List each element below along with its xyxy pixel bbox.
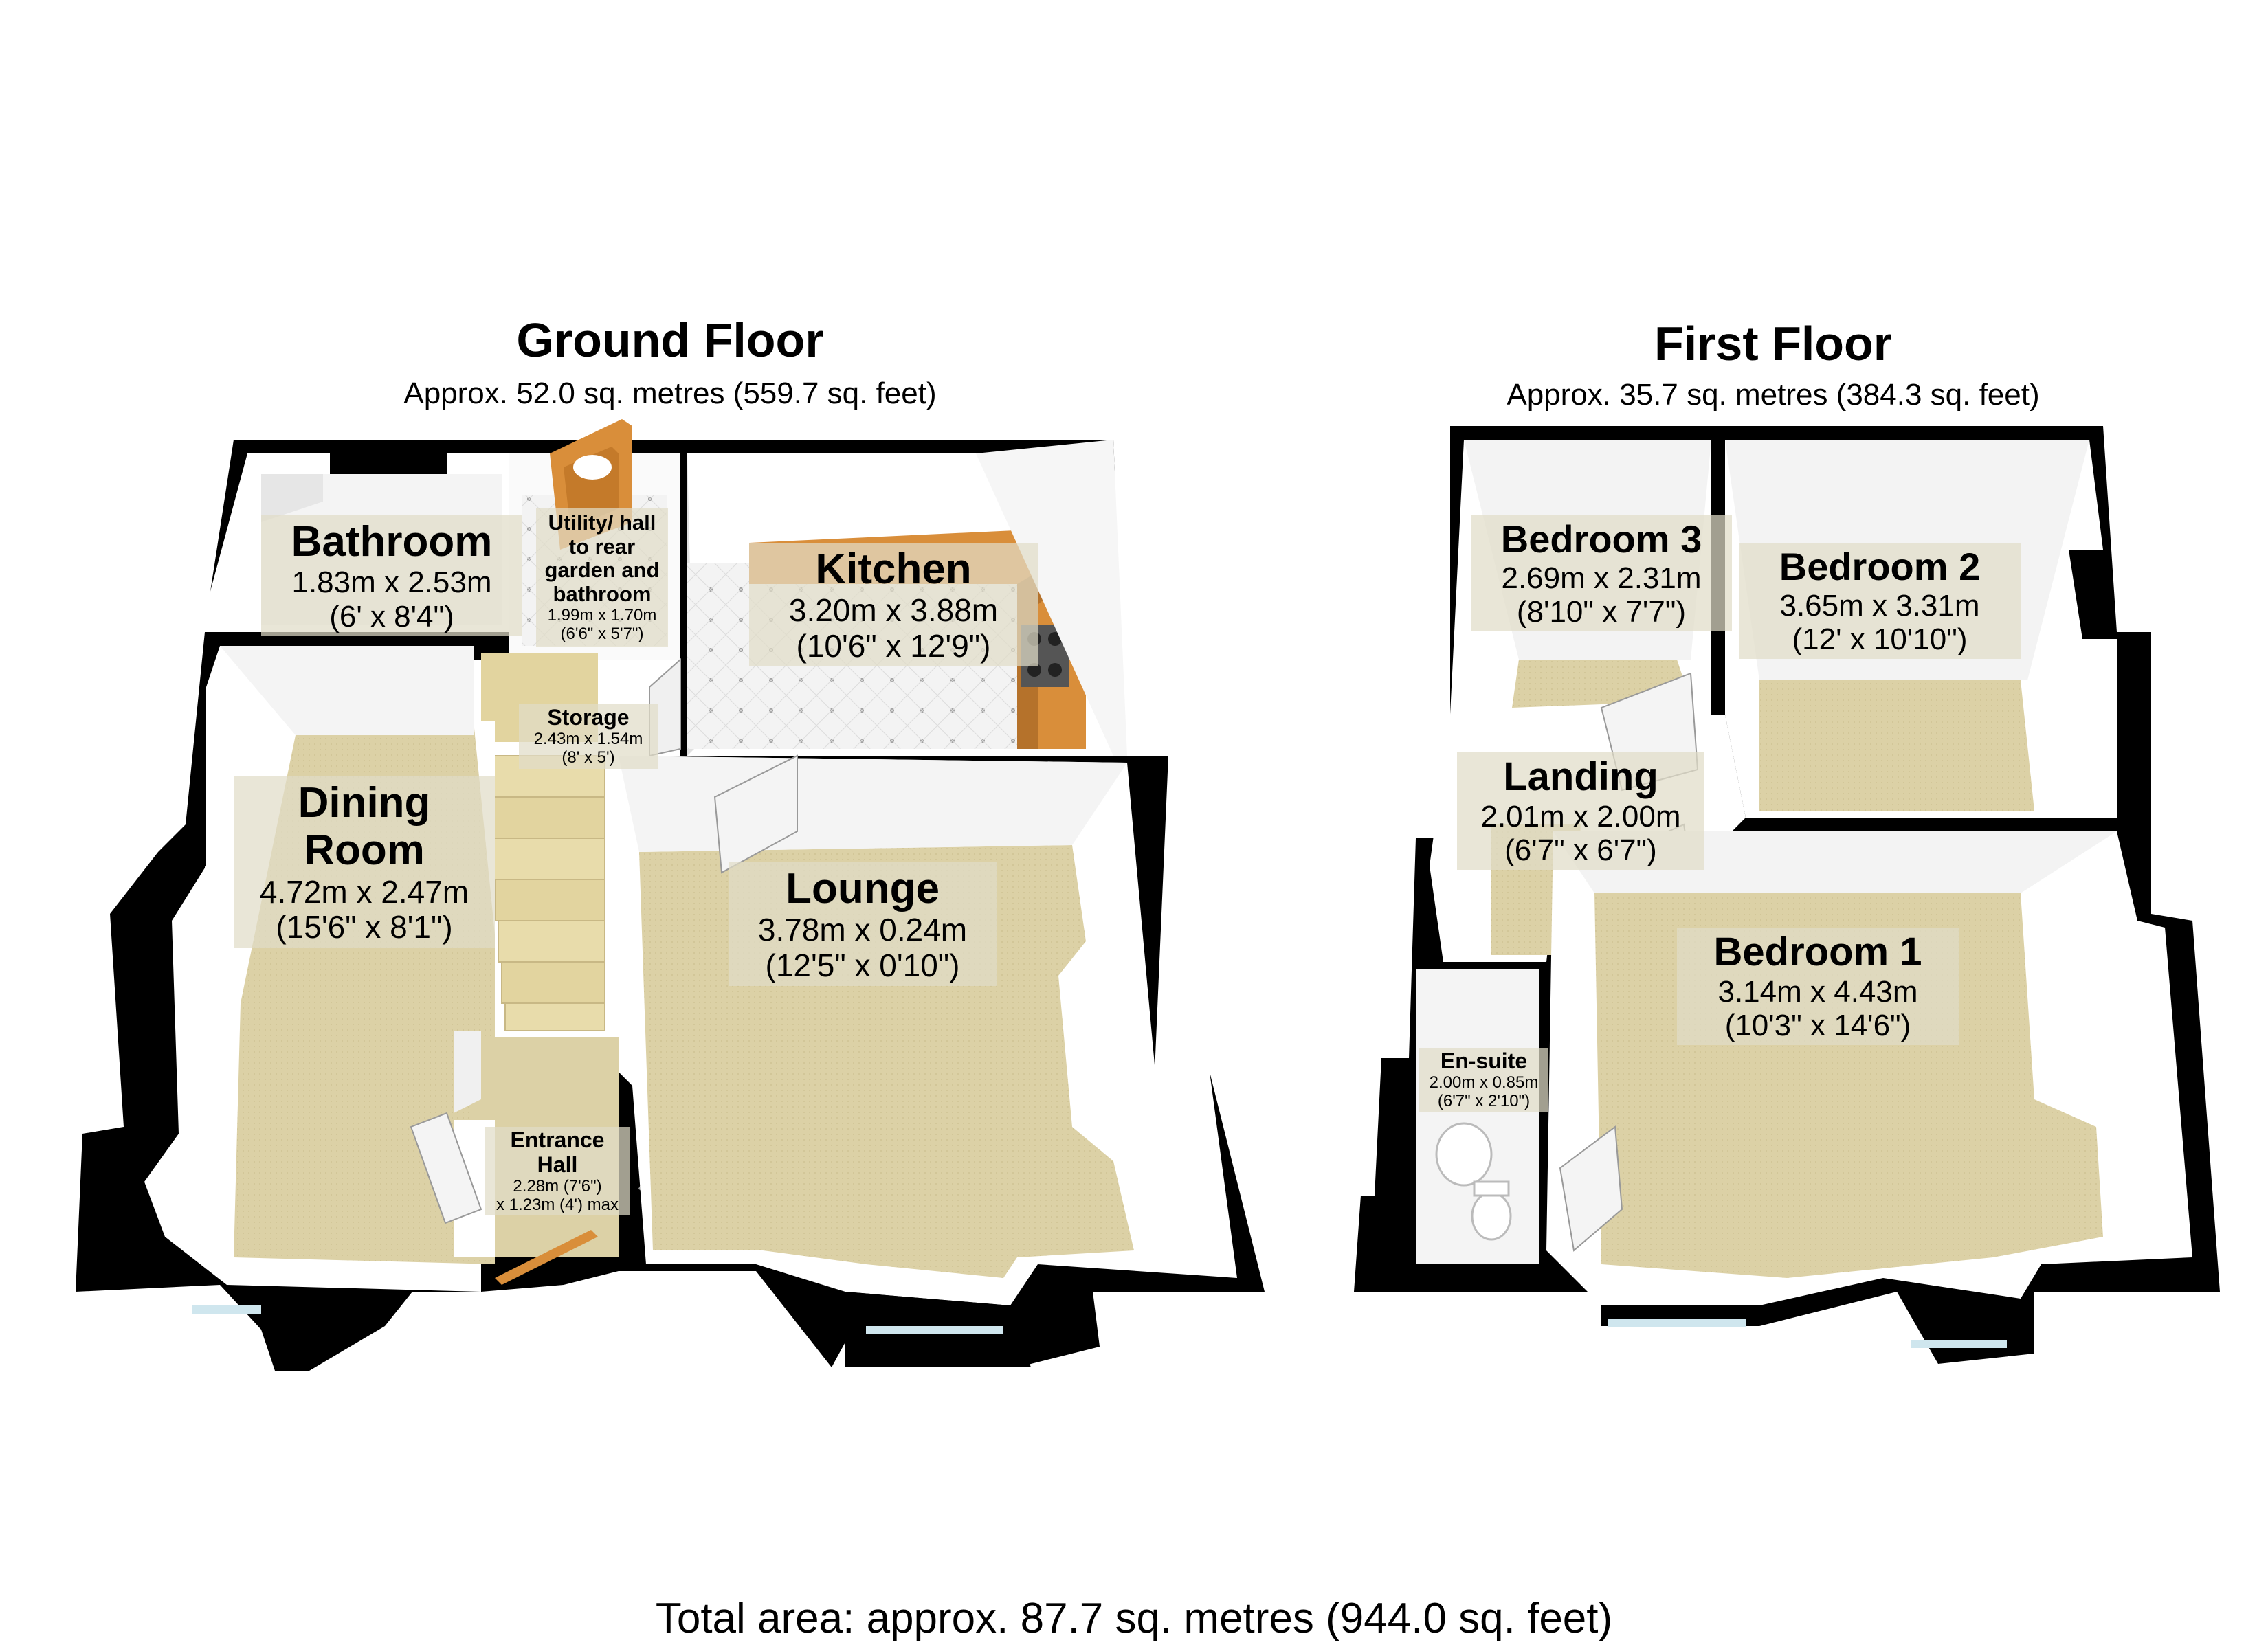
room-label-bathroom: Bathroom 1.83m x 2.53m (6' x 8'4") bbox=[261, 515, 522, 636]
room-size-imperial: x 1.23m (4') max bbox=[496, 1195, 619, 1214]
basin-icon bbox=[1435, 1122, 1493, 1187]
room-name: En-suite bbox=[1440, 1048, 1528, 1073]
room-name: Landing bbox=[1503, 754, 1658, 799]
room-size-metric: 2.01m x 2.00m bbox=[1480, 799, 1681, 833]
room-label-en-suite: En-suite 2.00m x 0.85m (6'7" x 2'10") bbox=[1419, 1048, 1548, 1112]
room-size-imperial: (6'7" x 2'10") bbox=[1437, 1091, 1531, 1110]
room-size-metric: 2.00m x 0.85m bbox=[1429, 1073, 1539, 1092]
room-size-imperial: (8'10" x 7'7") bbox=[1516, 594, 1687, 629]
room-size-metric: 2.69m x 2.31m bbox=[1501, 561, 1702, 595]
ground-floor-area: Approx. 52.0 sq. metres (559.7 sq. feet) bbox=[403, 377, 937, 410]
room-name: Kitchen bbox=[815, 546, 972, 593]
room-size-metric: 1.83m x 2.53m bbox=[291, 565, 492, 600]
room-name: Lounge bbox=[786, 865, 940, 912]
room-size-imperial: (10'3" x 14'6") bbox=[1724, 1009, 1911, 1043]
room-label-lounge: Lounge 3.78m x 0.24m (12'5" x 0'10") bbox=[729, 862, 997, 987]
room-size-imperial: (15'6" x 8'1") bbox=[276, 909, 453, 945]
room-name: Entrance Hall bbox=[510, 1128, 605, 1177]
toilet-icon bbox=[1471, 1180, 1512, 1241]
room-label-storage: Storage 2.43m x 1.54m (8' x 5') bbox=[519, 704, 658, 769]
room-size-imperial: (12' x 10'10") bbox=[1792, 622, 1968, 656]
room-size-imperial: (6' x 8'4") bbox=[329, 599, 454, 633]
room-size-imperial: (6'7" x 6'7") bbox=[1504, 833, 1657, 868]
room-size-metric: 3.20m x 3.88m bbox=[788, 592, 999, 629]
room-name: Utility/ hall to rear garden and bathroo… bbox=[544, 511, 660, 607]
room-label-utility: Utility/ hall to rear garden and bathroo… bbox=[536, 508, 668, 647]
room-name: Bedroom 2 bbox=[1779, 545, 1981, 588]
first-floor-title: First Floor bbox=[1654, 317, 1893, 370]
room-size-imperial: (8' x 5') bbox=[562, 748, 615, 767]
room-size-metric: 3.78m x 0.24m bbox=[757, 912, 968, 948]
total-area: Total area: approx. 87.7 sq. metres (944… bbox=[655, 1595, 1613, 1642]
room-size-metric: 2.28m (7'6") bbox=[513, 1176, 602, 1196]
room-name: Bathroom bbox=[291, 518, 493, 565]
room-size-metric: 4.72m x 2.47m bbox=[259, 873, 469, 910]
room-name: Dining Room bbox=[298, 779, 431, 875]
room-label-landing: Landing 2.01m x 2.00m (6'7" x 6'7") bbox=[1457, 752, 1704, 871]
room-label-bedroom-3: Bedroom 3 2.69m x 2.31m (8'10" x 7'7") bbox=[1471, 515, 1732, 632]
room-label-dining: Dining Room 4.72m x 2.47m (15'6" x 8'1") bbox=[234, 776, 495, 948]
room-size-metric: 3.14m x 4.43m bbox=[1717, 974, 1918, 1009]
room-size-metric: 3.65m x 3.31m bbox=[1779, 588, 1980, 622]
ground-floor-title: Ground Floor bbox=[516, 313, 824, 367]
room-size-metric: 2.43m x 1.54m bbox=[533, 729, 643, 748]
room-label-kitchen: Kitchen 3.20m x 3.88m (10'6" x 12'9") bbox=[749, 543, 1038, 667]
room-size-imperial: (12'5" x 0'10") bbox=[765, 947, 960, 983]
room-label-bedroom-1: Bedroom 1 3.14m x 4.43m (10'3" x 14'6") bbox=[1677, 928, 1959, 1046]
room-size-imperial: (6'6" x 5'7") bbox=[560, 624, 644, 643]
room-size-imperial: (10'6" x 12'9") bbox=[796, 627, 991, 664]
room-label-bedroom-2: Bedroom 2 3.65m x 3.31m (12' x 10'10") bbox=[1739, 543, 2021, 660]
room-label-entrance-hall: Entrance Hall 2.28m (7'6") x 1.23m (4') … bbox=[485, 1127, 630, 1216]
first-floor-area: Approx. 35.7 sq. metres (384.3 sq. feet) bbox=[1507, 378, 2040, 412]
room-name: Storage bbox=[547, 705, 630, 730]
room-name: Bedroom 1 bbox=[1713, 930, 1922, 974]
room-name: Bedroom 3 bbox=[1500, 517, 1702, 561]
room-size-metric: 1.99m x 1.70m bbox=[547, 605, 657, 625]
